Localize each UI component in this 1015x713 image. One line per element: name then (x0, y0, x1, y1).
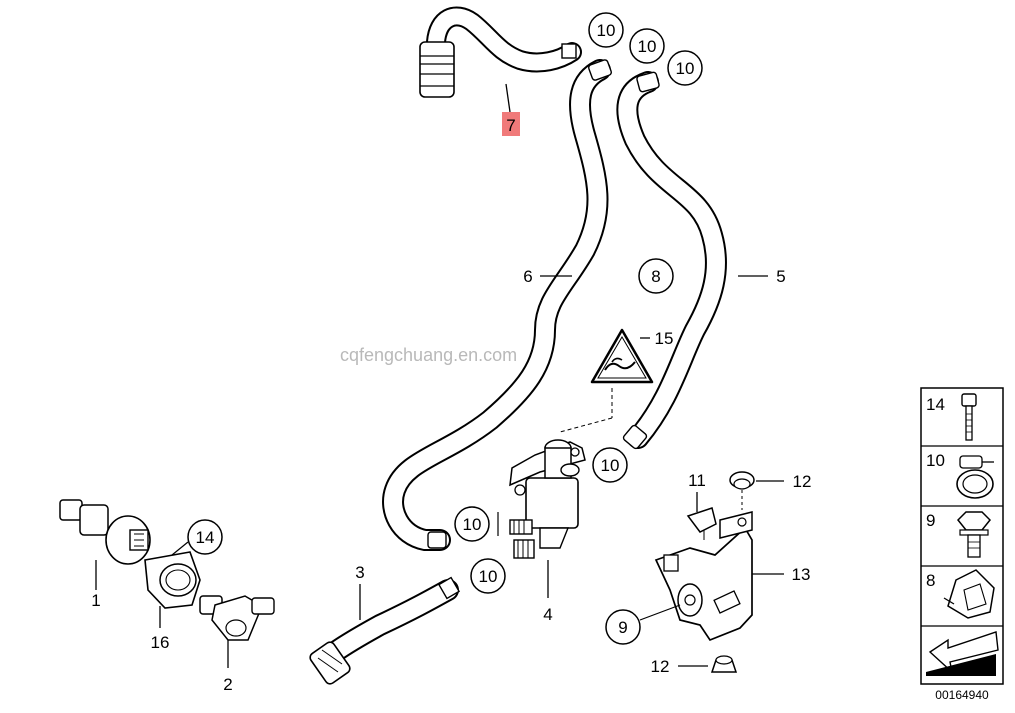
legend-row-8: 8 (926, 569, 995, 619)
svg-text:14: 14 (926, 395, 945, 414)
arrow-icon (926, 631, 999, 676)
svg-text:9: 9 (618, 618, 627, 637)
hose-clamp-icon (956, 455, 994, 499)
part-3-hose (309, 576, 461, 685)
part-12-grommet-bottom (710, 655, 738, 673)
part-1-label: 1 (91, 591, 100, 610)
part-2-label: 2 (223, 675, 232, 694)
clip-icon (943, 569, 995, 619)
diagram-code: 00164940 (935, 688, 989, 702)
watermark: cqfengchuang.en.com (340, 345, 517, 365)
legend-panel: 14 10 9 (920, 387, 1004, 685)
svg-text:10: 10 (601, 456, 620, 475)
bolt-icon (961, 393, 977, 441)
part-7-label: 7 (506, 116, 515, 135)
svg-text:10: 10 (463, 515, 482, 534)
part-4-valve (509, 439, 586, 559)
hex-bolt-icon (956, 511, 992, 558)
part-12b-label: 12 (651, 657, 670, 676)
part-16-seal-ring (144, 551, 201, 609)
part-15-label: 15 (655, 329, 674, 348)
part-11-clip (686, 507, 717, 540)
svg-text:9: 9 (926, 511, 935, 530)
legend-row-9: 9 (926, 511, 992, 558)
callout-10-b: 10 (629, 28, 665, 64)
callout-14: 14 (187, 519, 223, 555)
callout-10-c: 10 (667, 50, 703, 86)
svg-text:10: 10 (676, 59, 695, 78)
callout-10-f: 10 (470, 558, 506, 594)
svg-text:8: 8 (651, 267, 660, 286)
part-12a-label: 12 (793, 472, 812, 491)
callout-8: 8 (638, 258, 674, 294)
callout-10-e: 10 (454, 506, 490, 542)
part-1-actuator (59, 499, 151, 565)
svg-text:10: 10 (597, 21, 616, 40)
svg-text:8: 8 (926, 571, 935, 590)
part-13-bracket (654, 511, 753, 642)
svg-text:14: 14 (196, 528, 215, 547)
callout-10-a: 10 (588, 12, 624, 48)
part-15-warning-label (590, 328, 654, 384)
part-4-label: 4 (543, 605, 552, 624)
legend-row-10: 10 (926, 451, 994, 499)
svg-text:10: 10 (479, 567, 498, 586)
part-7-highlight (502, 112, 520, 136)
part-13-label: 13 (792, 565, 811, 584)
part-2-sensor (199, 595, 275, 641)
part-6-hose (382, 59, 612, 551)
part-12-grommet-top (729, 471, 755, 490)
svg-text:10: 10 (926, 451, 945, 470)
part-16-label: 16 (151, 633, 170, 652)
part-5-label: 5 (776, 267, 785, 286)
part-3-label: 3 (355, 563, 364, 582)
svg-text:10: 10 (638, 37, 657, 56)
part-7-hose (419, 6, 582, 98)
callout-9: 9 (605, 609, 641, 645)
part-11-label: 11 (688, 471, 706, 490)
callout-10-d: 10 (592, 447, 628, 483)
part-6-label: 6 (523, 267, 532, 286)
part-5-hose (616, 71, 727, 450)
legend-row-14: 14 (926, 393, 977, 441)
